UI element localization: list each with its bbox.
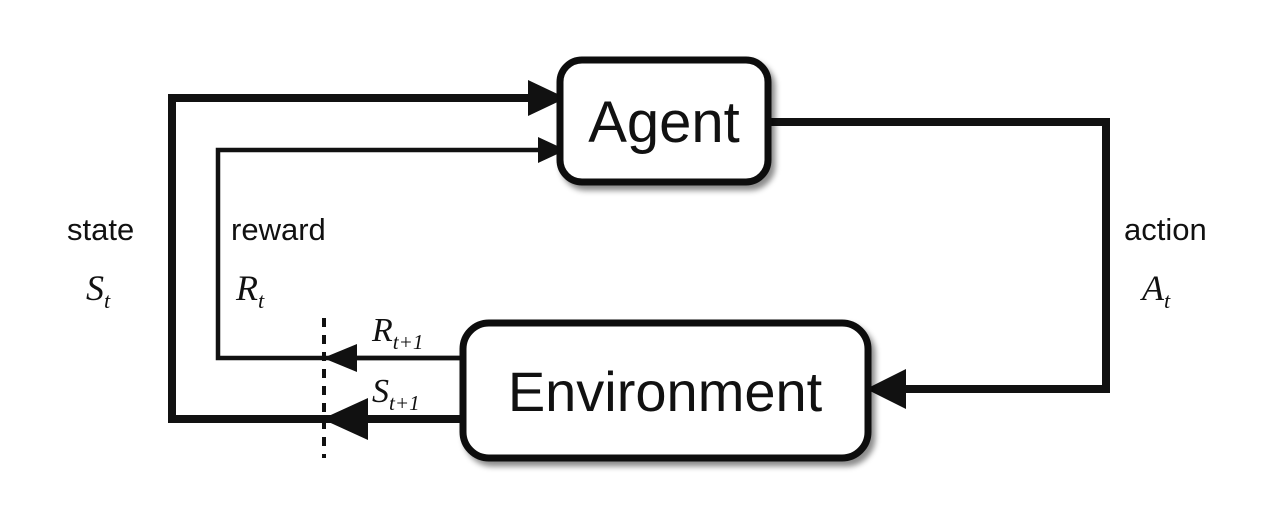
arrowhead-next-state	[322, 398, 368, 440]
arrowhead-state-into-agent	[528, 80, 566, 116]
action-symbol-base: A	[1140, 268, 1165, 308]
action-symbol-subscript: t	[1164, 288, 1171, 313]
reward-label-symbol: Rt	[235, 268, 265, 313]
next-reward-symbol-subscript: t+1	[393, 330, 424, 354]
node-agent[interactable]: Agent	[556, 56, 772, 186]
next-state-symbol-subscript: t+1	[389, 391, 420, 415]
state-symbol-base: S	[86, 268, 104, 308]
reward-symbol-base: R	[235, 268, 258, 308]
edge-action	[768, 118, 1110, 409]
edge-next-reward	[323, 344, 463, 372]
next-state-symbol-base: S	[372, 373, 389, 410]
state-label-symbol: St	[86, 268, 111, 313]
agent-box[interactable]	[556, 56, 772, 186]
edge-state-feedback	[168, 80, 566, 423]
edge-next-state	[322, 398, 463, 440]
state-label-word: state	[67, 212, 134, 247]
environment-box[interactable]	[459, 319, 872, 462]
agent-label: Agent	[588, 90, 740, 155]
next-reward-label: Rt+1	[371, 312, 423, 354]
action-label-word: action	[1124, 212, 1207, 247]
arrowhead-next-reward	[323, 344, 357, 372]
arrowhead-action-into-environment	[866, 369, 906, 409]
environment-label: Environment	[508, 360, 823, 423]
reward-symbol-subscript: t	[258, 288, 265, 313]
state-symbol-subscript: t	[104, 288, 111, 313]
next-reward-symbol-base: R	[371, 312, 393, 349]
action-label-symbol: At	[1140, 268, 1171, 313]
reward-label-word: reward	[231, 212, 326, 247]
arrowhead-reward-into-agent	[538, 137, 566, 163]
next-state-label: St+1	[372, 373, 420, 415]
node-environment[interactable]: Environment	[459, 319, 872, 462]
